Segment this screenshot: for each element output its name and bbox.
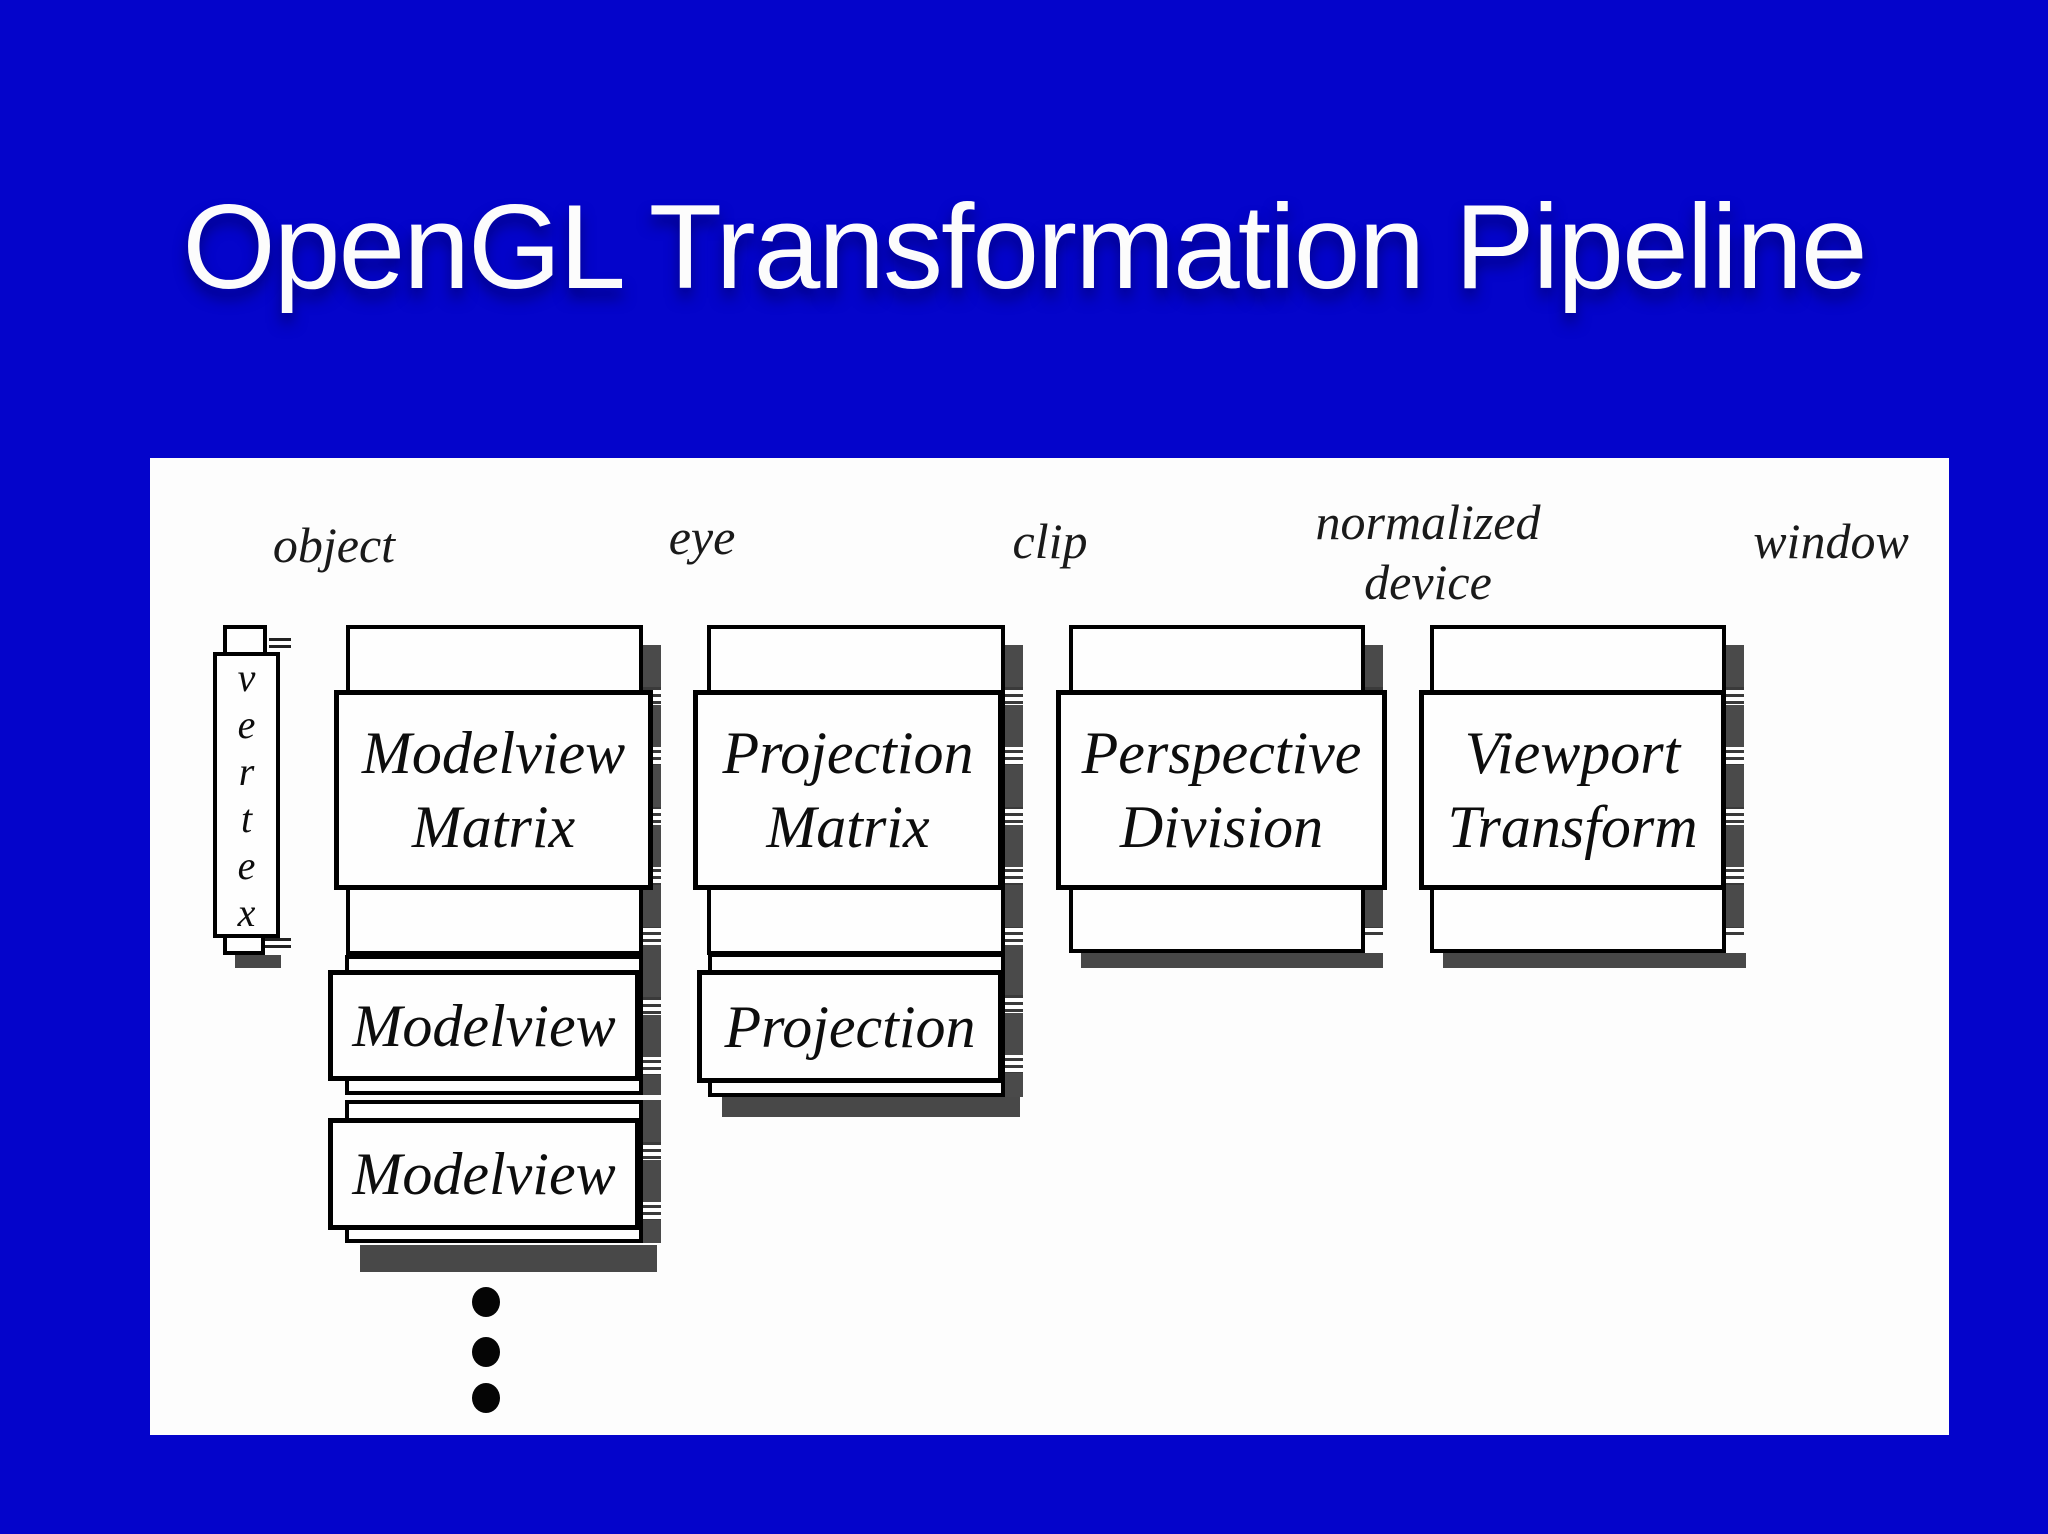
vertex-box: v e r t e x (213, 652, 280, 938)
stack-box-projection-1: Projection (697, 970, 1003, 1083)
stage-perspective-division: Perspective Division (1056, 690, 1387, 890)
matrix-stack-stripes-icon (1005, 645, 1023, 955)
diagram-panel: object eye clip normalized device window… (150, 458, 1949, 1435)
vertex-letter: t (240, 796, 253, 841)
space-label-window: window (1753, 513, 1909, 569)
vertex-letter: e (237, 702, 256, 747)
ellipsis-dot-icon (472, 1337, 500, 1367)
vertex-letter: v (237, 655, 256, 700)
vertex-top-stack-stripes-icon (269, 638, 291, 650)
vertex-shadow (235, 955, 281, 968)
stage-label: Perspective Division (1081, 720, 1362, 860)
stage-label: Projection Matrix (722, 720, 974, 860)
stage-projection-matrix: Projection Matrix (693, 690, 1003, 890)
slide-title: OpenGL Transformation Pipeline (182, 180, 1867, 314)
projection-stack-shadow (722, 1097, 1020, 1117)
stage-label: Modelview Matrix (361, 720, 626, 860)
space-label-object: object (272, 517, 396, 573)
matrix-stack-stripes-icon (1005, 953, 1023, 1097)
ellipsis-dot-icon (472, 1287, 500, 1317)
stage-modelview-matrix: Modelview Matrix (334, 690, 653, 890)
stack-box-label: Projection (724, 993, 976, 1060)
stack-box-label: Modelview (352, 992, 616, 1059)
stage-viewport-transform: Viewport Transform (1419, 690, 1726, 890)
viewport-transform-shadow (1443, 953, 1746, 968)
matrix-stack-stripes-icon (1726, 645, 1744, 935)
space-label-clip: clip (1012, 513, 1088, 569)
matrix-stack-stripes-icon (643, 955, 661, 1095)
perspective-division-shadow (1081, 953, 1383, 968)
space-label-normalized-device: normalized device (1315, 494, 1541, 610)
stack-box-modelview-2: Modelview (328, 1118, 640, 1230)
stage-label: Viewport Transform (1447, 720, 1698, 860)
stack-box-label: Modelview (352, 1141, 616, 1207)
vertex-bottom-stack-stripes-icon (265, 938, 291, 950)
ellipsis-dot-icon (472, 1383, 500, 1413)
vertex-letter: r (238, 749, 255, 794)
stack-box-modelview-1: Modelview (328, 970, 640, 1081)
vertex-letter: x (237, 890, 256, 935)
vertex-letter: e (237, 843, 256, 888)
space-label-eye: eye (668, 509, 736, 565)
matrix-stack-stripes-icon (643, 1100, 661, 1243)
modelview-stack-shadow (360, 1245, 657, 1272)
